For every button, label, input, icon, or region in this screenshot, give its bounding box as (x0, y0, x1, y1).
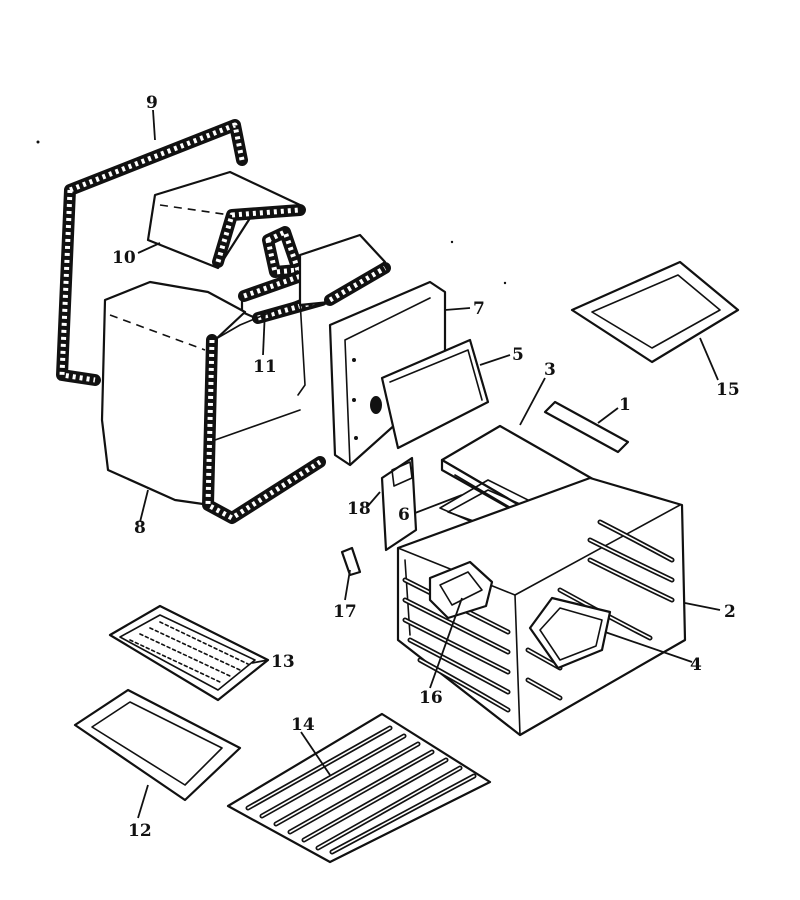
leader-lines (137, 109, 721, 819)
callout-7: 7 (473, 299, 485, 319)
callout-1: 1 (619, 395, 631, 415)
part-9-rear-insulation (56, 119, 248, 386)
callout-10: 10 (112, 248, 136, 268)
callout-16: 16 (419, 688, 443, 708)
part-14-oven-rack (226, 712, 492, 864)
callout-4: 4 (690, 655, 702, 675)
part-12-broiler-pan (73, 688, 242, 802)
callout-17: 17 (333, 602, 357, 622)
callout-labels: 1 2 3 4 5 6 7 8 9 10 11 12 13 14 15 16 1… (112, 93, 740, 841)
part-15-frame (570, 260, 740, 364)
callout-5: 5 (512, 345, 524, 365)
callout-13: 13 (271, 652, 295, 672)
part-10-top-insulation (146, 170, 306, 278)
callout-14: 14 (291, 715, 315, 735)
callout-9: 9 (146, 93, 158, 113)
callout-3: 3 (544, 360, 556, 380)
callout-6: 6 (398, 505, 410, 525)
part-1-trim-strip (543, 400, 630, 454)
part-5-cover-plate (380, 338, 490, 450)
callout-8: 8 (134, 518, 146, 538)
part-8-insulation-wrap (100, 233, 391, 524)
part-18-bracket (380, 456, 418, 552)
part-17-clip (340, 546, 362, 577)
part-4-drip-tray (528, 596, 612, 670)
callout-18: 18 (347, 499, 371, 519)
callout-12: 12 (128, 821, 152, 841)
part-13-broiler-grid (108, 604, 270, 702)
callout-2: 2 (724, 602, 736, 622)
callout-15: 15 (716, 380, 740, 400)
callout-11: 11 (253, 357, 277, 377)
part-2-oven-frame (396, 476, 687, 737)
